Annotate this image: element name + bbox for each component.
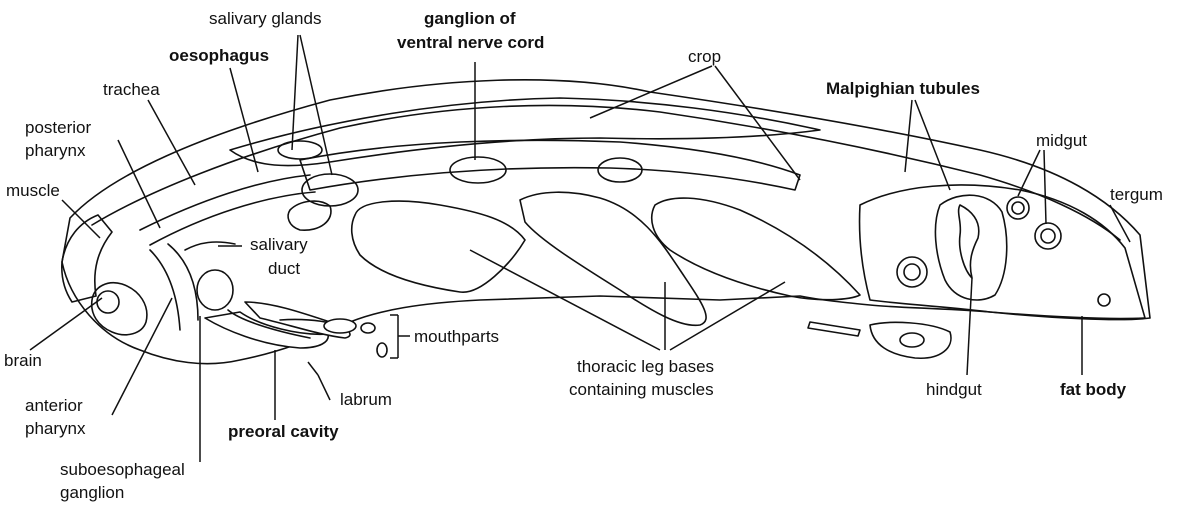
label-crop: crop <box>688 47 721 66</box>
label-brain: brain <box>4 351 42 370</box>
label-salivary-duct-line2: duct <box>268 259 300 278</box>
label-mouthparts: mouthparts <box>414 327 499 346</box>
label-posterior-pharynx-line1: posterior <box>25 118 91 137</box>
midgut <box>1007 197 1029 219</box>
label-tergum: tergum <box>1110 185 1163 204</box>
label-salivary-duct-line1: salivary <box>250 235 308 254</box>
label-ganglion-ventral-nerve-cord-line1: ganglion of <box>424 9 516 28</box>
label-muscle: muscle <box>6 181 60 200</box>
label-oesophagus: oesophagus <box>169 46 269 65</box>
label-trachea: trachea <box>103 80 160 99</box>
label-anterior-pharynx-line1: anterior <box>25 396 83 415</box>
label-posterior-pharynx-line2: pharynx <box>25 141 86 160</box>
label-malpighian-tubules: Malpighian tubules <box>826 79 980 98</box>
label-preoral-cavity: preoral cavity <box>228 422 339 441</box>
label-fat-body: fat body <box>1060 380 1127 399</box>
label-midgut: midgut <box>1036 131 1087 150</box>
label-anterior-pharynx-line2: pharynx <box>25 419 86 438</box>
label-labrum: labrum <box>340 390 392 409</box>
label-ganglion-ventral-nerve-cord-line2: ventral nerve cord <box>397 33 544 52</box>
label-suboesophageal-ganglion-line1: suboesophageal <box>60 460 185 479</box>
label-thoracic-leg-bases-line2: containing muscles <box>569 380 714 399</box>
label-hindgut: hindgut <box>926 380 982 399</box>
label-salivary-glands: salivary glands <box>209 9 321 28</box>
label-thoracic-leg-bases-line1: thoracic leg bases <box>577 357 714 376</box>
label-suboesophageal-ganglion-line2: ganglion <box>60 483 124 502</box>
